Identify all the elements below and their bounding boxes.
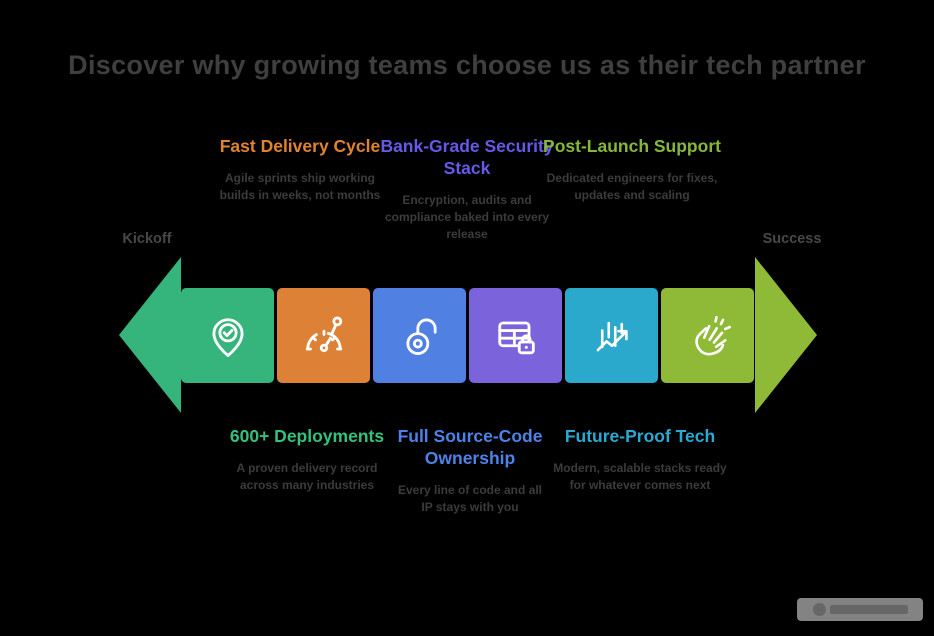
- benefit-code-ownership: Full Source-Code Ownership Every line of…: [395, 425, 545, 516]
- watermark-wordmark: [829, 605, 908, 614]
- timeline-start-label: Kickoff: [122, 231, 172, 247]
- watermark-logo-icon: [812, 603, 826, 616]
- speedometer-icon: [298, 310, 350, 362]
- benefit-description: Dedicated engineers for fixes, updates a…: [546, 171, 718, 202]
- secure-table-icon: [490, 310, 542, 362]
- right-arrowhead: [755, 257, 817, 413]
- growth-chart-icon: [586, 310, 638, 362]
- benefit-deployments: 600+ Deployments A proven delivery recor…: [217, 425, 397, 494]
- open-padlock-icon: [394, 310, 446, 362]
- benefit-future-proof: Future-Proof Tech Modern, scalable stack…: [550, 425, 730, 494]
- benefit-heading: Post-Launch Support: [543, 136, 721, 156]
- timeline-bar: [181, 288, 754, 383]
- benefit-heading: 600+ Deployments: [229, 426, 385, 446]
- timeline-segment: [565, 288, 658, 383]
- brand-watermark: [797, 598, 923, 621]
- benefit-post-launch-support: Post-Launch Support Dedicated engineers …: [542, 135, 722, 204]
- clapping-hands-icon: [682, 310, 734, 362]
- benefit-security-stack: Bank-Grade Security Stack Encryption, au…: [377, 135, 557, 242]
- timeline-segment: [373, 288, 466, 383]
- benefit-fast-delivery: Fast Delivery Cycle Agile sprints ship w…: [210, 135, 390, 204]
- timeline-segment: [277, 288, 370, 383]
- timeline-segment: [181, 288, 274, 383]
- benefit-heading: Future-Proof Tech: [564, 426, 716, 446]
- page-title: Discover why growing teams choose us as …: [68, 50, 866, 80]
- timeline-segment: [661, 288, 754, 383]
- benefit-heading: Fast Delivery Cycle: [219, 136, 381, 156]
- timeline-segment: [469, 288, 562, 383]
- benefit-description: A proven delivery record across many ind…: [236, 461, 378, 492]
- left-arrowhead: [119, 257, 181, 413]
- benefit-description: Modern, scalable stacks ready for whatev…: [553, 461, 727, 492]
- timeline-end-label: Success: [762, 231, 822, 247]
- benefit-description: Every line of code and all IP stays with…: [397, 483, 543, 514]
- location-check-icon: [202, 310, 254, 362]
- benefit-heading: Full Source-Code Ownership: [397, 426, 543, 469]
- benefit-heading: Bank-Grade Security Stack: [380, 136, 554, 179]
- benefit-description: Encryption, audits and compliance baked …: [384, 193, 550, 241]
- benefit-description: Agile sprints ship working builds in wee…: [219, 171, 381, 202]
